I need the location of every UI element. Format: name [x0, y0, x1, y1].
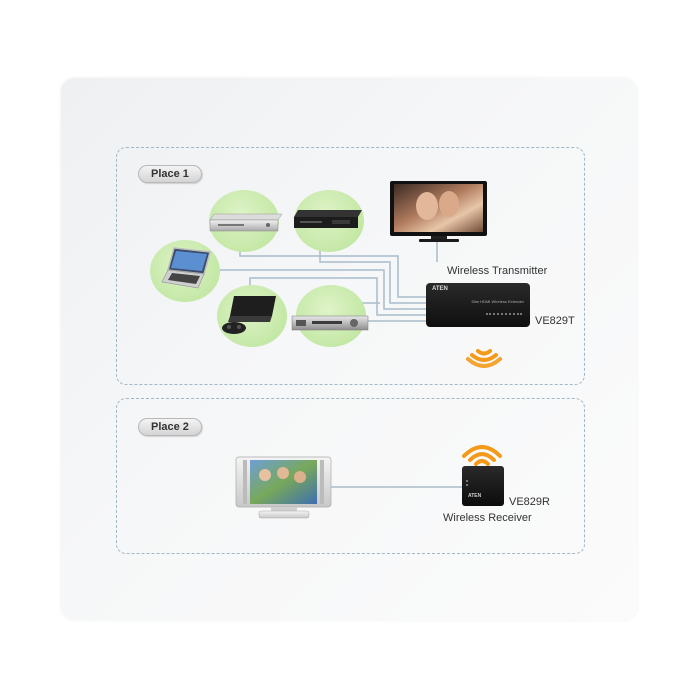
receiver-led	[466, 480, 471, 486]
bluray-cable	[319, 230, 426, 304]
laptop-cable	[215, 269, 426, 310]
receiver-box-icon: ATEN	[462, 466, 504, 506]
av-receiver-icon	[291, 315, 369, 331]
blu-ray-player-icon	[294, 210, 362, 228]
receiver-model: VE829R	[509, 496, 550, 508]
transmitter-box-icon: ATEN Slim HDMI Wireless Extender	[426, 283, 530, 327]
receiver-caption: Wireless Receiver	[443, 512, 532, 524]
place-2-zone	[116, 398, 585, 554]
transmitter-brand: ATEN	[432, 286, 448, 292]
receiver-brand: ATEN	[468, 493, 482, 499]
wifi-signal-icon	[462, 445, 502, 466]
place-1-label: Place 1	[138, 165, 202, 183]
place-2-label: Place 2	[138, 418, 202, 436]
transmitter-led-row	[486, 313, 522, 317]
transmitter-model: VE829T	[535, 315, 575, 327]
dvd-player-icon	[209, 213, 283, 232]
wifi-signal-icon	[466, 349, 502, 368]
laptop-icon	[161, 247, 211, 289]
transmitter-panel-text: Slim HDMI Wireless Extender	[471, 299, 524, 304]
console-cable	[249, 277, 426, 316]
monitor-icon	[235, 456, 332, 519]
tv-icon	[390, 181, 487, 242]
game-console-icon	[222, 296, 276, 334]
place-1-zone	[116, 147, 585, 385]
transmitter-caption: Wireless Transmitter	[447, 265, 548, 277]
